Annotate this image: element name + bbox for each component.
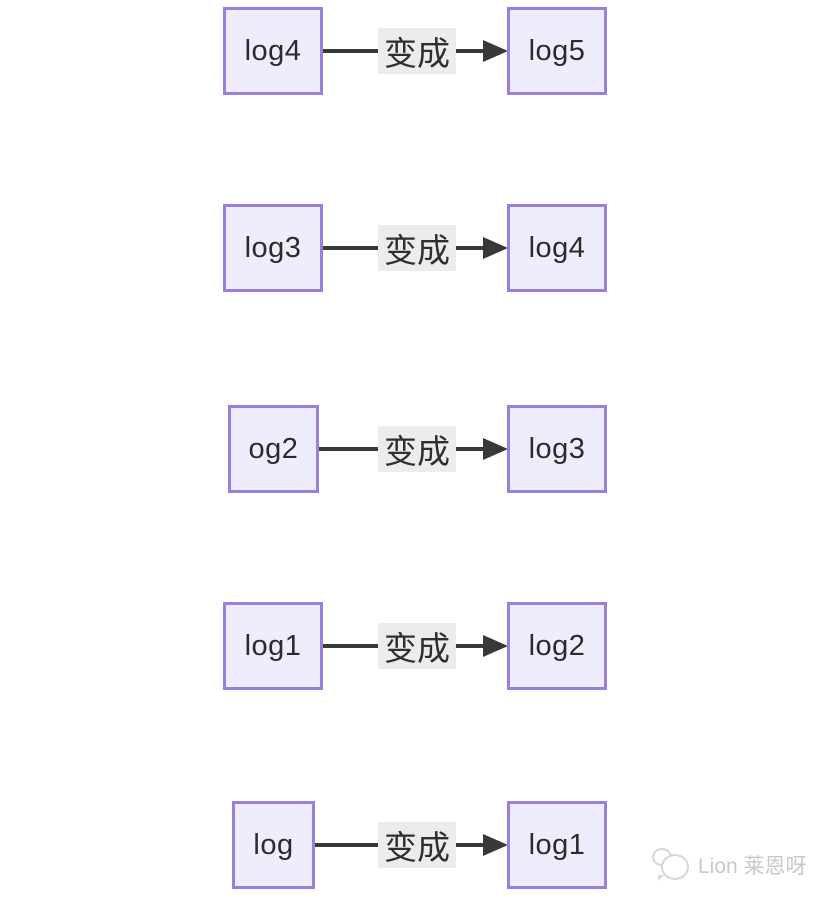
target-node-label: log5	[528, 34, 586, 67]
edge-label: 变成	[378, 623, 456, 669]
target-node: log1	[507, 801, 607, 889]
target-node-label: log2	[528, 629, 586, 662]
source-node-label: log1	[244, 629, 302, 662]
flow-row: log 变成 log1	[0, 801, 823, 889]
arrow-head-icon	[483, 635, 508, 657]
source-node-label: log3	[244, 231, 302, 264]
arrow-head-icon	[483, 438, 508, 460]
target-node-label: log4	[528, 231, 586, 264]
flow-row: og2 变成 log3	[0, 405, 823, 493]
source-node-label: log4	[244, 34, 302, 67]
watermark: Lion 莱恩呀	[648, 840, 818, 890]
flow-row: log3 变成 log4	[0, 204, 823, 292]
arrow-head-icon	[483, 237, 508, 259]
source-node: log1	[223, 602, 323, 690]
target-node-label: log3	[528, 432, 586, 465]
edge-label: 变成	[378, 822, 456, 868]
edge-label: 变成	[378, 28, 456, 74]
source-node: og2	[228, 405, 319, 493]
arrow-head-icon	[483, 834, 508, 856]
target-node-label: log1	[528, 828, 586, 861]
source-node-label: log	[253, 828, 294, 861]
chat-bubble-big	[661, 854, 689, 880]
target-node: log5	[507, 7, 607, 95]
source-node: log3	[223, 204, 323, 292]
edge-label: 变成	[378, 225, 456, 271]
target-node: log3	[507, 405, 607, 493]
chat-bubble-tail	[658, 875, 664, 881]
arrow-head-icon	[483, 40, 508, 62]
source-node: log	[232, 801, 315, 889]
source-node-label: og2	[248, 432, 299, 465]
target-node: log4	[507, 204, 607, 292]
watermark-text: Lion 莱恩呀	[698, 855, 807, 878]
chat-bubbles-icon	[648, 842, 694, 888]
target-node: log2	[507, 602, 607, 690]
source-node: log4	[223, 7, 323, 95]
flow-row: log1 变成 log2	[0, 602, 823, 690]
edge-label: 变成	[378, 426, 456, 472]
flow-row: log4 变成 log5	[0, 7, 823, 95]
